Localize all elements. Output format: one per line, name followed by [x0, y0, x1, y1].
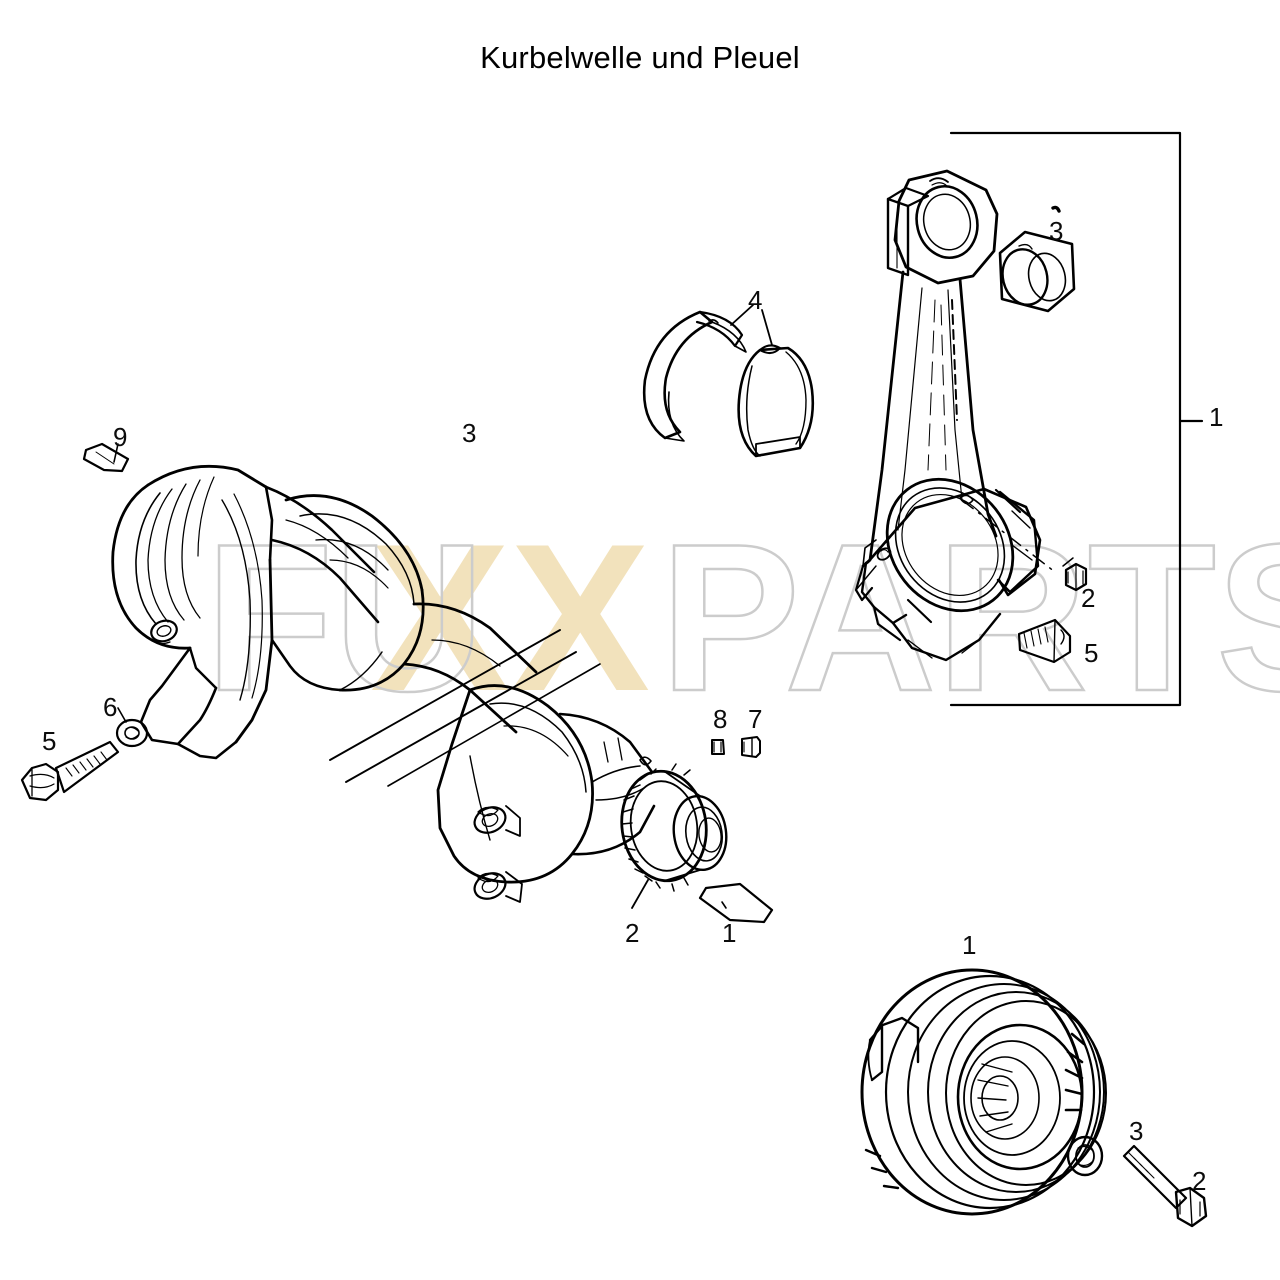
crankshaft: [111, 464, 656, 903]
callout-flange-bolt-5: 5: [42, 726, 57, 756]
callout-pulley-washer-3: 3: [1129, 1116, 1144, 1146]
timing-gear: [620, 756, 728, 909]
callout-bushing-3: 3: [1049, 216, 1064, 246]
flange-bolt: [20, 740, 120, 802]
callout-part-7: 7: [748, 704, 763, 734]
connecting-rod: [854, 169, 1074, 662]
washer: [115, 707, 149, 748]
callout-conrod-group-1: 1: [1209, 402, 1224, 432]
callout-conrod-nut-2: 2: [1081, 583, 1096, 613]
piston-pin-bushing: [998, 205, 1076, 313]
callout-timing-gear-2: 2: [625, 918, 640, 948]
pulley-washer: [1066, 1135, 1104, 1177]
connecting-rod-nut: [1064, 562, 1088, 592]
pulley-bolt: [1122, 1144, 1208, 1228]
callout-part-8: 8: [713, 704, 728, 734]
connecting-rod-bolt: [1017, 618, 1072, 664]
group-bracket-conrod: [949, 131, 1204, 707]
callout-dowel-pin-9: 9: [113, 422, 128, 452]
callout-pulley-bolt-2: 2: [1192, 1166, 1207, 1196]
callout-pulley-1: 1: [962, 930, 977, 960]
callout-washer-6: 6: [103, 692, 118, 722]
dowel-pin: [82, 442, 130, 473]
callout-conrod-bolt-5: 5: [1084, 638, 1099, 668]
callout-woodruff-key-1: 1: [722, 918, 737, 948]
page-title: Kurbelwelle und Pleuel: [480, 40, 800, 75]
small-parts-8-7: [711, 736, 761, 758]
callout-crankshaft-3: 3: [462, 418, 477, 448]
vibration-damper-pulley: [860, 968, 1107, 1216]
connecting-rod-bearing-shells: [642, 304, 815, 458]
callout-bearing-shells-4: 4: [748, 285, 763, 315]
woodruff-key-pin: [698, 882, 774, 924]
